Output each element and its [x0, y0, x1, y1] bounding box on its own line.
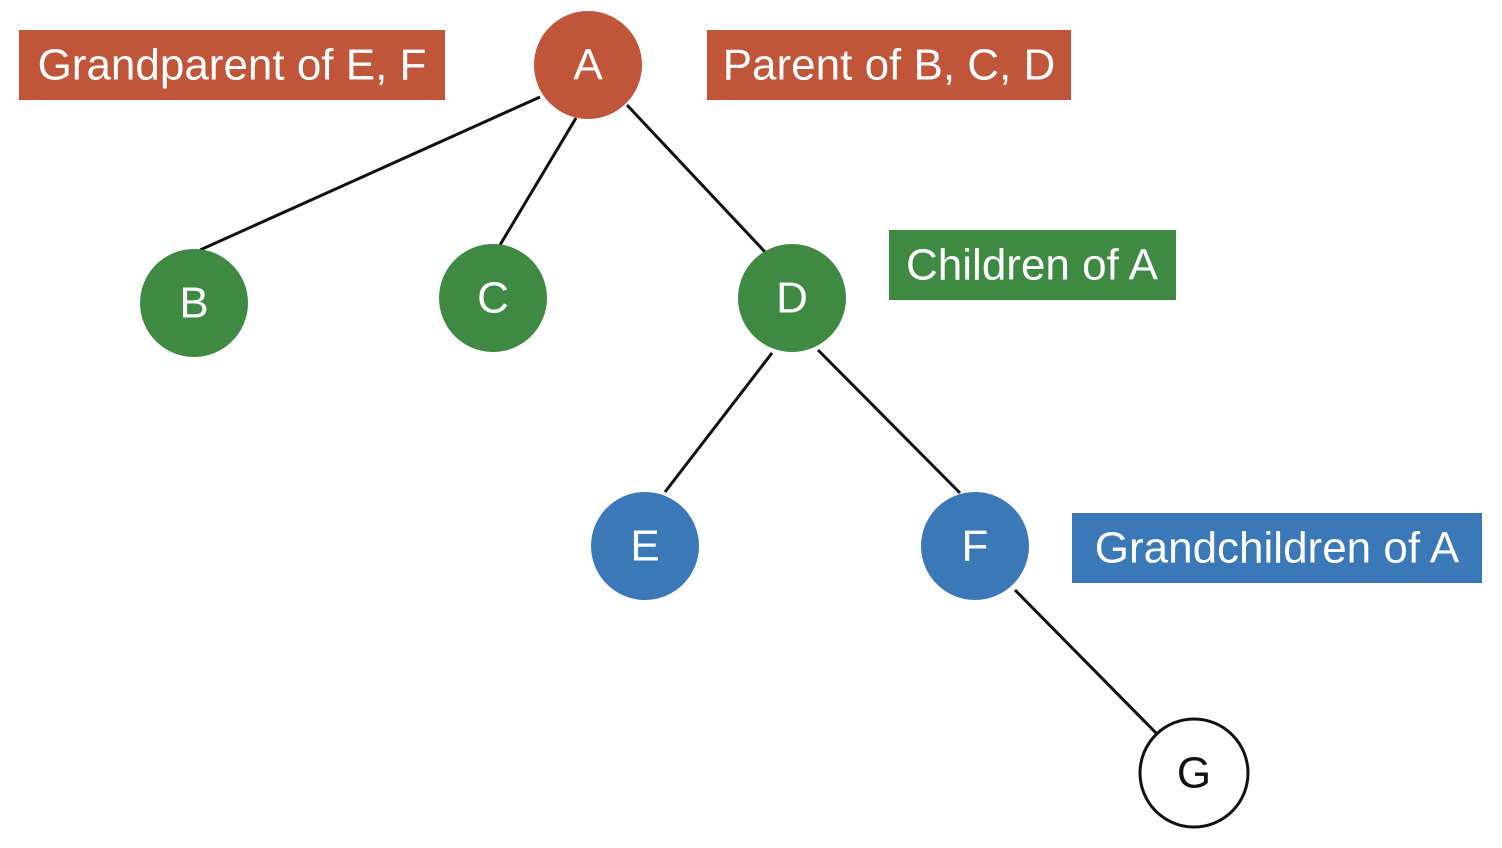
node-a-label: A: [573, 41, 603, 90]
node-g-label: G: [1177, 749, 1211, 798]
node-c-label: C: [477, 274, 509, 323]
node-f-circle: [921, 492, 1029, 600]
node-e-circle: [591, 492, 699, 600]
edge-a-d: [625, 103, 767, 254]
node-d-label: D: [776, 274, 808, 323]
tag-children: Children of A: [889, 230, 1176, 300]
node-d-circle: [738, 244, 846, 352]
edge-d-f: [816, 348, 962, 495]
tag-grandparent-box: [19, 30, 445, 100]
node-g: G: [1138, 717, 1250, 829]
node-e-label: E: [630, 522, 659, 571]
tag-parent: Parent of B, C, D: [707, 30, 1071, 100]
edge-d-e: [663, 352, 774, 493]
node-b: B: [140, 249, 248, 357]
node-b-label: B: [179, 279, 208, 328]
tag-grandchildren: Grandchildren of A: [1072, 513, 1482, 583]
tag-children-text: Children of A: [906, 241, 1159, 290]
node-a: A: [534, 11, 642, 119]
node-b-circle: [140, 249, 248, 357]
node-a-circle: [534, 11, 642, 119]
tag-grandchildren-box: [1072, 513, 1482, 583]
tag-parent-text: Parent of B, C, D: [723, 41, 1056, 90]
node-c-circle: [439, 244, 547, 352]
tag-children-box: [889, 230, 1176, 300]
node-f: F: [921, 492, 1029, 600]
edge-a-c: [498, 117, 578, 246]
tag-grandchildren-text: Grandchildren of A: [1095, 524, 1460, 573]
node-e: E: [591, 492, 699, 600]
tag-parent-box: [707, 30, 1071, 100]
edges: [199, 95, 1160, 737]
edge-f-g: [1013, 588, 1160, 737]
node-f-label: F: [962, 522, 989, 571]
node-d: D: [738, 244, 846, 352]
node-g-circle: [1138, 717, 1250, 829]
tag-grandparent-text: Grandparent of E, F: [38, 41, 427, 90]
tag-grandparent: Grandparent of E, F: [19, 30, 445, 100]
edge-a-b: [199, 95, 541, 252]
node-c: C: [439, 244, 547, 352]
